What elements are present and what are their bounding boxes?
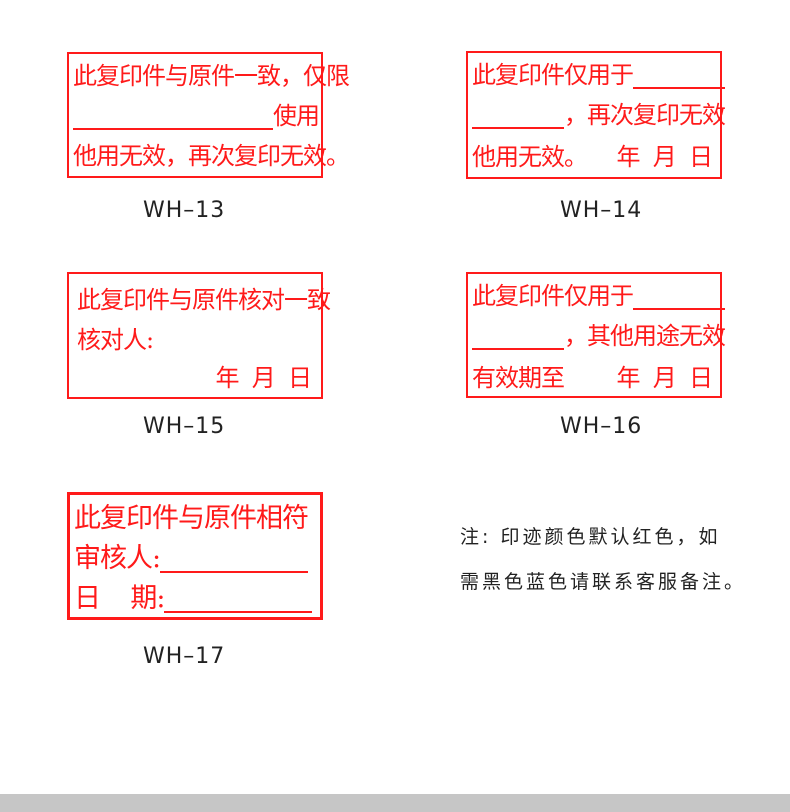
date-fields: 年 月 日 — [616, 364, 713, 392]
blank-underline — [472, 322, 564, 350]
blank-underline — [633, 282, 725, 310]
stamp-line: 此复印件仅用于 — [472, 61, 634, 89]
blank-underline — [472, 101, 564, 129]
date-fields: 年 月 日 — [616, 143, 713, 171]
note-line-1: 注: 印迹颜色默认红色，如 — [460, 526, 721, 548]
stamp-line: ，再次复印无效 — [564, 101, 726, 129]
stamp-line: ，其他用途无效 — [564, 322, 726, 350]
stamp-line: 他用无效。 — [472, 143, 588, 171]
stamp-line: 此复印件与原件核对一致 — [77, 286, 331, 314]
stamp-line: 此复印件仅用于 — [472, 282, 634, 310]
blank-underline — [73, 102, 273, 130]
stamp-line: 核对人: — [77, 326, 154, 354]
stamp-wh-17: 此复印件与原件相符 审核人: 日 期: — [67, 492, 323, 620]
stamp-label: WH–14 — [560, 198, 643, 223]
stamp-line: 有效期至 — [472, 364, 565, 392]
stamp-line: 使用 — [273, 102, 320, 130]
stamp-line: 日 期: — [74, 583, 165, 614]
stamp-line: 他用无效，再次复印无效。 — [73, 142, 350, 170]
blank-underline — [164, 585, 313, 613]
date-fields: 年 月 日 — [215, 364, 312, 392]
stamp-label: WH–13 — [143, 198, 226, 223]
stamp-line: 此复印件与原件相符 — [74, 503, 309, 534]
note-line-2: 需黑色蓝色请联系客服备注。 — [460, 571, 747, 593]
stamp-wh-15: 此复印件与原件核对一致 核对人: 年 月 日 — [67, 272, 331, 399]
blank-underline — [160, 545, 309, 573]
stamp-label: WH–16 — [560, 414, 643, 439]
stamp-wh-14: 此复印件仅用于 ，再次复印无效 他用无效。 年 月 日 — [466, 51, 726, 179]
stamp-label: WH–17 — [143, 644, 226, 669]
stamp-wh-13: 此复印件与原件一致，仅限 使用 他用无效，再次复印无效。 — [67, 52, 350, 178]
stamp-line: 审核人: — [74, 543, 161, 574]
stamp-wh-16: 此复印件仅用于 ，其他用途无效 有效期至 年 月 日 — [466, 272, 726, 398]
blank-underline — [633, 61, 725, 89]
stamp-label: WH–15 — [143, 414, 226, 439]
stamp-line: 此复印件与原件一致，仅限 — [73, 62, 350, 90]
bottom-divider-bar — [0, 794, 790, 812]
